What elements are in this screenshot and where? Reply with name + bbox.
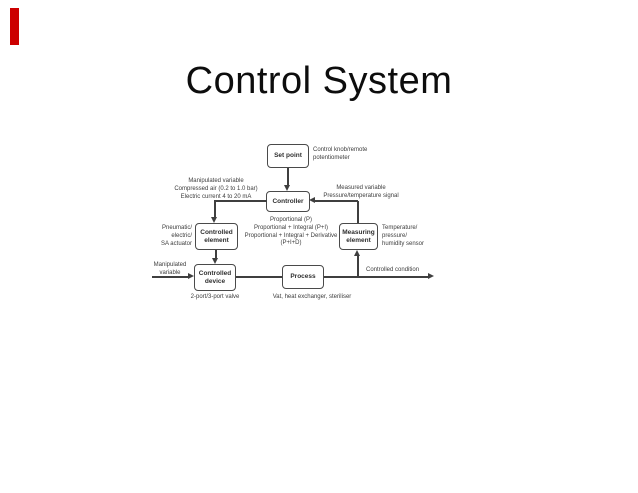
label-actuator: Pneumatic/ electric/ SA actuator bbox=[160, 225, 192, 247]
edge-controller-element-h bbox=[215, 200, 267, 202]
red-accent-bar bbox=[10, 8, 19, 45]
edge-output-measuring bbox=[357, 255, 359, 277]
label-control-knob: Control knob/remote potentiometer bbox=[313, 147, 368, 161]
node-measuring-element: Measuring element bbox=[339, 223, 378, 250]
edge-controller-element-v bbox=[214, 200, 216, 218]
label-valve: 2-port/3-port valve bbox=[190, 294, 240, 300]
node-set-point: Set point bbox=[267, 144, 309, 168]
edge-setpoint-controller bbox=[287, 168, 289, 187]
edge-process-output bbox=[324, 276, 429, 278]
arrowhead-down-icon bbox=[212, 258, 218, 264]
label-measured-variable: Measured variable Pressure/temperature s… bbox=[323, 185, 399, 199]
edge-device-process bbox=[236, 276, 282, 278]
node-controlled-element: Controlled element bbox=[195, 223, 238, 250]
label-vat: Vat, heat exchanger, steriliser bbox=[272, 294, 352, 300]
node-controller: Controller bbox=[266, 191, 310, 212]
edge-element-device bbox=[215, 250, 217, 259]
edge-input-device bbox=[152, 276, 189, 278]
arrowhead-up-icon bbox=[354, 250, 360, 256]
node-process: Process bbox=[282, 265, 324, 289]
control-system-diagram: Set point Controller Controlled element … bbox=[150, 135, 440, 307]
arrowhead-right-icon bbox=[188, 273, 194, 279]
edge-measuring-controller-v bbox=[357, 201, 359, 223]
label-sensor: Temperature/ pressure/ humidity sensor bbox=[382, 225, 425, 247]
arrowhead-down-icon bbox=[211, 217, 217, 223]
edge-measuring-controller-h bbox=[315, 200, 358, 202]
arrowhead-right-icon bbox=[428, 273, 434, 279]
label-controlled-condition: Controlled condition bbox=[366, 267, 420, 273]
arrowhead-left-icon bbox=[309, 197, 315, 203]
node-controlled-device: Controlled device bbox=[194, 264, 236, 291]
label-manipulated-variable-top: Manipulated variable Compressed air (0.2… bbox=[174, 178, 258, 200]
label-manipulated-variable-left: Manipulated variable bbox=[153, 262, 187, 276]
page-title: Control System bbox=[185, 60, 453, 102]
arrowhead-down-icon bbox=[284, 185, 290, 191]
label-proportional-modes: Proportional (P) Proportional + Integral… bbox=[244, 217, 338, 247]
